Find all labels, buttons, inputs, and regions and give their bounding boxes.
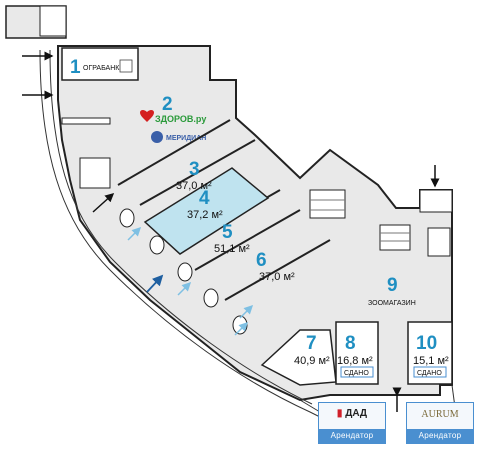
wall-3-4 xyxy=(139,139,256,206)
room-3-area: 37,0 м² xyxy=(176,180,212,192)
outer-wall xyxy=(39,49,323,419)
tenant-aurum-caption: Арендатор xyxy=(407,429,473,443)
room-5-number: 5 xyxy=(222,222,233,243)
room-7-area: 40,9 м² xyxy=(294,355,330,367)
stair-right-upper xyxy=(309,189,346,219)
room-8-status: СДАНО xyxy=(344,370,369,377)
room-7[interactable]: 7 40,9 м² xyxy=(260,329,337,386)
blue-arrow-1 xyxy=(127,226,142,241)
wc-room-left xyxy=(79,157,111,189)
tenant-dad-caption: Арендатор xyxy=(319,429,385,443)
room-6-number: 6 xyxy=(256,250,267,271)
wc-room-right xyxy=(427,227,451,257)
room-4-highlight[interactable] xyxy=(143,167,270,255)
room-8-area: 16,8 м² xyxy=(337,355,373,367)
stair-right-center xyxy=(379,224,411,251)
stair-block xyxy=(5,5,67,39)
tenant-dad-logo: ▮ ДАД xyxy=(336,408,368,419)
wall-5-6 xyxy=(194,209,301,271)
room-10[interactable]: 10 15,1 м² СДАНО xyxy=(407,321,453,385)
room-9-number: 9 xyxy=(387,275,398,296)
zdorov-text: ЗДОРОВ.ру xyxy=(155,114,206,124)
room-1-number: 1 xyxy=(70,57,81,78)
blue-arrow-2 xyxy=(177,281,192,296)
room-2[interactable]: 2 ЗДОРОВ.ру МЕРИДИАН xyxy=(61,94,206,143)
floor-plate xyxy=(57,45,453,402)
room-4-number: 4 xyxy=(199,188,210,209)
room-1-sublabel: ОГРАБАНК xyxy=(83,65,120,72)
room-corner-top-right xyxy=(419,189,453,213)
room-10-status: СДАНО xyxy=(417,370,442,377)
room-9-sublabel: ЗООМАГАЗИН xyxy=(368,300,416,307)
meridian-text: МЕРИДИАН xyxy=(166,135,206,142)
blue-arrow-4 xyxy=(239,304,254,319)
column-4 xyxy=(203,288,219,308)
tenant-badge-dad[interactable]: ▮ ДАД Арендатор xyxy=(318,402,386,444)
zdorov-logo: ЗДОРОВ.ру xyxy=(140,110,206,124)
lower-edge xyxy=(299,399,321,413)
room-3-number: 3 xyxy=(189,159,200,180)
room-7-number: 7 xyxy=(306,333,317,354)
blue-arrow-3 xyxy=(234,321,249,336)
room-5-area: 51,1 м² xyxy=(214,243,250,255)
tenant-badge-aurum[interactable]: AURUM Арендатор xyxy=(406,402,474,444)
column-2 xyxy=(149,235,165,255)
room-10-number: 10 xyxy=(416,333,437,354)
tenant-aurum-logo: AURUM xyxy=(421,409,459,420)
inner-wall xyxy=(49,49,313,405)
room-2-number: 2 xyxy=(162,94,173,115)
column-1 xyxy=(119,208,135,228)
room-4-area: 37,2 м² xyxy=(187,209,223,221)
room-8[interactable]: 8 16,8 м² СДАНО xyxy=(335,321,379,385)
meridian-logo: МЕРИДИАН xyxy=(151,131,206,143)
wall-2-3 xyxy=(117,119,231,186)
room-1[interactable]: 1 ОГРАБАНК xyxy=(61,47,139,81)
room-6-area: 37,0 м² xyxy=(259,271,295,283)
column-3 xyxy=(177,262,193,282)
room-8-number: 8 xyxy=(345,333,356,354)
navy-arrow xyxy=(146,274,164,293)
wall-6-9 xyxy=(224,239,331,301)
entrance-arrow-3 xyxy=(92,192,115,213)
room-10-area: 15,1 м² xyxy=(413,355,449,367)
